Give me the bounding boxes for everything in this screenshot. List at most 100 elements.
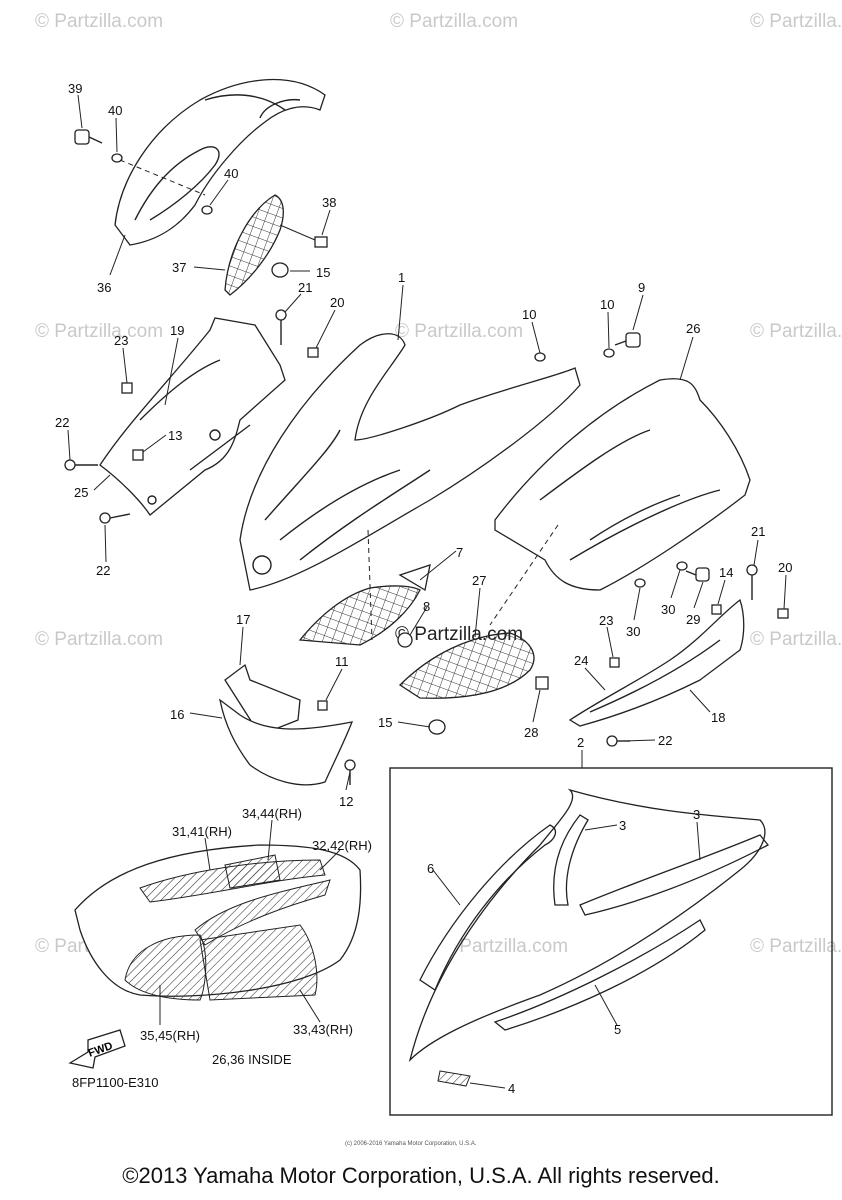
- callout: 9: [638, 280, 645, 295]
- callout: 36: [97, 280, 111, 295]
- part-15-grommet: [428, 719, 446, 735]
- part-11-clip: [317, 700, 328, 711]
- callout: 10: [600, 297, 614, 312]
- callout: 15: [316, 265, 330, 280]
- part-8-grommet: [397, 632, 413, 648]
- part-3-decal: [579, 834, 770, 916]
- part-30-washer: [634, 578, 646, 588]
- part-21-screw: [746, 564, 758, 600]
- callout: 32,42(RH): [312, 838, 372, 853]
- part-6-decal: [419, 824, 557, 991]
- callout: 22: [96, 563, 110, 578]
- callout: 22: [658, 733, 672, 748]
- callout: 37: [172, 260, 186, 275]
- part-16-panel: [219, 698, 354, 786]
- callout: 28: [524, 725, 538, 740]
- part-20-clip: [307, 347, 319, 358]
- callout: 3: [619, 818, 626, 833]
- callout: 13: [168, 428, 182, 443]
- part-13-clip: [132, 449, 144, 461]
- part-21-screw: [275, 309, 287, 345]
- callout: 12: [339, 794, 353, 809]
- part-30-washer: [676, 561, 688, 571]
- callout: 11: [335, 654, 349, 669]
- part-15-grommet: [271, 262, 289, 278]
- part-39-bolt: [74, 129, 103, 145]
- part-14-clip: [711, 604, 722, 615]
- callout: 39: [68, 81, 82, 96]
- part-20-clip: [777, 608, 789, 619]
- part-10-washer: [603, 348, 615, 358]
- fwd-arrow: FWD: [68, 1029, 126, 1069]
- callout: 31,41(RH): [172, 824, 232, 839]
- callout: 4: [508, 1081, 515, 1096]
- callout: 23: [599, 613, 613, 628]
- watermark: © Partzilla.com: [35, 11, 163, 32]
- callout: 8: [423, 599, 430, 614]
- callout: 7: [456, 545, 463, 560]
- callout: 27: [472, 573, 486, 588]
- watermark: © Partzilla.com: [395, 321, 523, 342]
- part-36-front-cowl: [114, 78, 326, 246]
- callout: 25: [74, 485, 88, 500]
- watermark: © Partzilla.com: [35, 321, 163, 342]
- callout: 20: [778, 560, 792, 575]
- part-23-clip: [121, 382, 133, 394]
- part-10-washer: [534, 352, 546, 362]
- part-4-emblem: [437, 1070, 471, 1087]
- callout: 26: [686, 321, 700, 336]
- leader-lines: [67, 94, 787, 1089]
- part-22-bolt: [99, 512, 131, 524]
- diagram-code: 8FP1100-E310: [72, 1075, 159, 1090]
- part-7-grille-tip: [398, 564, 431, 592]
- watermark: © Partzilla.com: [750, 629, 842, 650]
- callout: 29: [686, 612, 700, 627]
- callout: 1: [398, 270, 405, 285]
- callout: 21: [751, 524, 765, 539]
- part-37-grille: [224, 194, 284, 296]
- callout: 38: [322, 195, 336, 210]
- part-22-bolt: [64, 459, 98, 471]
- inside-note: 26,36 INSIDE: [212, 1052, 292, 1067]
- part-23-clip: [609, 657, 620, 668]
- callout: 33,43(RH): [293, 1022, 353, 1037]
- watermark: © Partzilla.com: [390, 11, 518, 32]
- callout: 2: [577, 735, 584, 750]
- callout: 24: [574, 653, 588, 668]
- callout: 14: [719, 565, 733, 580]
- callout: 15: [378, 715, 392, 730]
- callout: 30: [661, 602, 675, 617]
- tiny-copyright: (c) 2006-2016 Yamaha Motor Corporation, …: [345, 1141, 477, 1147]
- callout: 21: [298, 280, 312, 295]
- copyright-notice: ©2013 Yamaha Motor Corporation, U.S.A. A…: [122, 1163, 720, 1188]
- watermark: © Partzilla.com: [440, 936, 568, 957]
- part-40-washer: [201, 205, 213, 215]
- part-29-bolt: [685, 567, 710, 582]
- callout: 30: [626, 624, 640, 639]
- watermark: © Partzilla.com: [750, 11, 842, 32]
- graphics-kit-box: [389, 767, 833, 1116]
- part-38-clip: [314, 236, 328, 248]
- callout: 18: [711, 710, 725, 725]
- callout: 22: [55, 415, 69, 430]
- watermark: © Partzilla.com: [35, 629, 163, 650]
- part-18-panel: [568, 598, 745, 727]
- part-28-clip: [535, 676, 549, 690]
- watermark: © Partzilla.com: [750, 936, 842, 957]
- callout: 16: [170, 707, 184, 722]
- callout: 20: [330, 295, 344, 310]
- callout: 34,44(RH): [242, 806, 302, 821]
- callout: 17: [236, 612, 250, 627]
- callout: 35,45(RH): [140, 1028, 200, 1043]
- part-3-decal: [553, 814, 589, 906]
- part-27-grille: [398, 632, 535, 699]
- part-5-decal: [493, 919, 706, 1031]
- callout-labels: 39 40 40 38 37 15 36 21 20 1 10 10 9 26 …: [55, 81, 792, 1096]
- part-7-grille: [298, 585, 421, 646]
- callout: 3: [693, 807, 700, 822]
- part-26-side-cover: [494, 378, 751, 591]
- watermark: © Partzilla.com: [750, 321, 842, 342]
- callout: 23: [114, 333, 128, 348]
- callout: 40: [224, 166, 238, 181]
